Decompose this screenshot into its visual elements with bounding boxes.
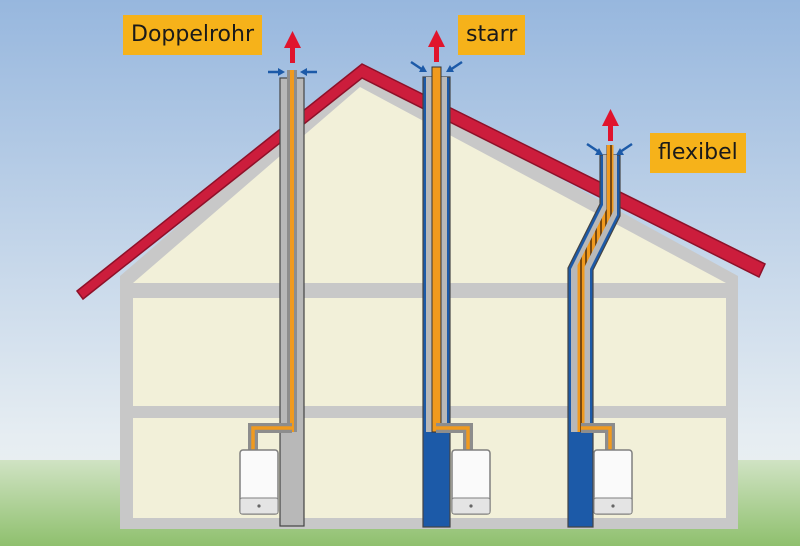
label-starr: starr — [458, 15, 526, 55]
flexible-flue-pipe — [577, 145, 614, 432]
label-doppelrohr: Doppelrohr — [123, 15, 262, 55]
boiler-icon — [593, 449, 633, 515]
connector-flue — [251, 426, 292, 450]
connector-flue — [581, 426, 612, 450]
flue-pipe — [431, 66, 442, 433]
connector-flue — [436, 426, 470, 450]
chimney-starr — [422, 66, 491, 528]
exhaust-arrow-icon — [428, 30, 445, 62]
roof — [75, 63, 766, 301]
exhaust-arrow-icon — [284, 31, 301, 63]
air-intake-arrow-icon — [268, 68, 317, 76]
boiler-icon — [239, 449, 279, 515]
air-intake-arrow-icon — [410, 60, 463, 72]
exhaust-arrow-icon — [602, 109, 619, 141]
label-flexibel: flexibel — [650, 133, 746, 173]
chimney-flexibel — [567, 145, 633, 528]
flue-inner-pipe — [290, 70, 294, 432]
air-intake-arrow-icon — [586, 142, 633, 155]
chimney-doppelrohr — [239, 70, 305, 527]
chimney-shaft — [567, 154, 621, 528]
boiler-icon — [451, 449, 491, 515]
